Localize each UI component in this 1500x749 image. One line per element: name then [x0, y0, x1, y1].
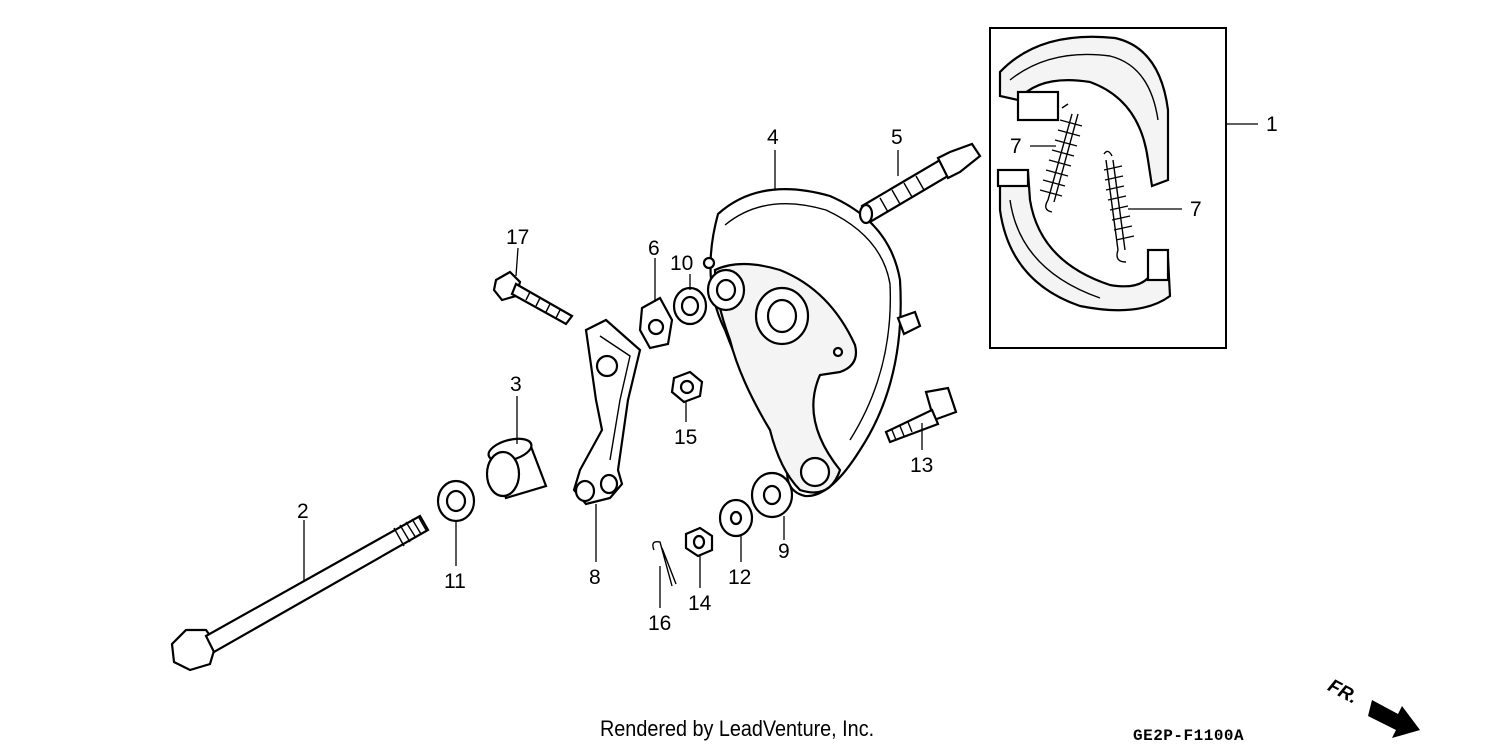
callout-7-upper: 7	[1010, 135, 1022, 158]
nut-14[interactable]	[684, 526, 714, 558]
callout-17: 17	[506, 226, 529, 249]
cotter-pin-16[interactable]	[652, 540, 677, 587]
callout-1: 1	[1266, 113, 1278, 136]
callout-12: 12	[728, 566, 751, 589]
diagram-code: GE2P-F1100A	[1133, 727, 1245, 745]
front-direction-arrow: FR.	[1324, 676, 1420, 738]
callout-15: 15	[674, 426, 697, 449]
washer-12[interactable]	[718, 498, 754, 538]
callout-labels: 1 2 3 4 5 6 7 7 8 9 10 11 12 13 14 15 16…	[297, 113, 1278, 635]
credit-text: Rendered by LeadVenture, Inc.	[600, 716, 875, 741]
spring-lower[interactable]	[1103, 150, 1135, 263]
callout-10: 10	[670, 252, 693, 275]
callout-11: 11	[444, 570, 466, 593]
callout-4: 4	[767, 126, 779, 149]
callout-6: 6	[648, 237, 660, 260]
callout-7-lower: 7	[1190, 198, 1202, 221]
lock-washer-9[interactable]	[750, 471, 794, 519]
bolt-17[interactable]	[492, 270, 574, 326]
leader-lines	[303, 123, 1258, 608]
callout-3: 3	[510, 373, 522, 396]
indicator-plate-6[interactable]	[638, 296, 674, 350]
callout-2: 2	[297, 500, 309, 523]
brake-cam[interactable]	[858, 142, 982, 225]
axle-bolt-2[interactable]	[170, 514, 430, 672]
callout-16: 16	[648, 612, 671, 635]
nut-15[interactable]	[670, 370, 704, 404]
callout-14: 14	[688, 592, 712, 615]
brake-panel[interactable]	[702, 188, 922, 498]
seal-10[interactable]	[672, 286, 708, 326]
callout-9: 9	[778, 540, 790, 563]
callout-13: 13	[910, 454, 933, 477]
spring-upper[interactable]	[1039, 103, 1083, 213]
bolt-13[interactable]	[884, 386, 958, 444]
brake-arm-8[interactable]	[572, 318, 642, 506]
washer-11[interactable]	[436, 479, 476, 523]
brake-shoe-set[interactable]	[989, 27, 1227, 349]
callout-8: 8	[589, 566, 601, 589]
collar-3[interactable]	[485, 435, 548, 500]
arrow-right-icon	[1368, 700, 1420, 738]
front-arrow-label: FR.	[1324, 676, 1361, 709]
callout-5: 5	[891, 126, 903, 149]
